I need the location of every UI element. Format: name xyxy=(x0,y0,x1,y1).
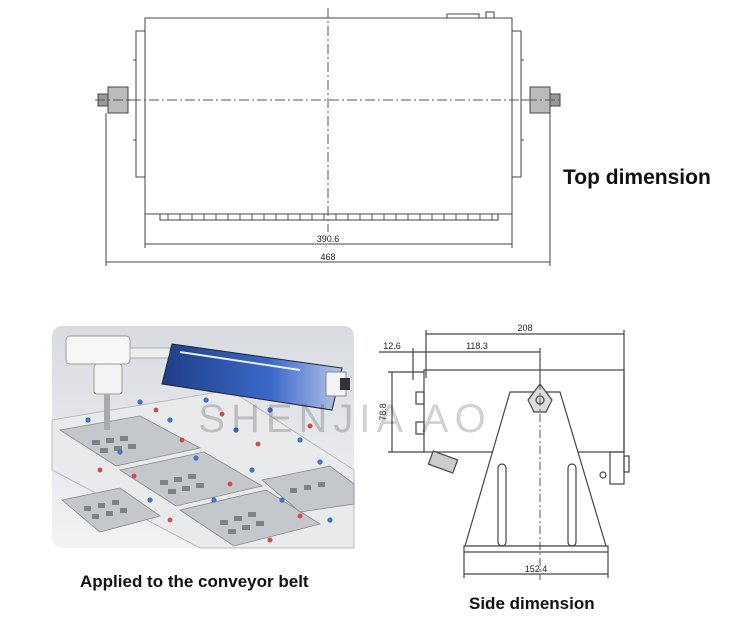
conveyor-illustration xyxy=(51,326,355,549)
vent-slots xyxy=(167,214,493,220)
watermark-text: SHENJIA AO xyxy=(198,397,491,441)
left-bracket xyxy=(135,30,146,178)
dim-152-4-label: 152.4 xyxy=(525,564,548,574)
dim-inner-label: 390.6 xyxy=(317,234,340,244)
top-dimension-caption: Top dimension xyxy=(563,166,711,189)
dim-118-3-label: 118.3 xyxy=(466,341,488,351)
dim-208-label: 208 xyxy=(517,323,532,333)
conveyor-caption: Applied to the conveyor belt xyxy=(80,572,309,591)
ionizer-bar xyxy=(161,343,343,411)
dim-outer-label: 468 xyxy=(320,252,335,262)
dim-12-6-label: 12.6 xyxy=(383,341,401,351)
right-bracket xyxy=(511,30,522,178)
side-dimension-caption: Side dimension xyxy=(469,594,595,613)
dim-78-8-label: 78.8 xyxy=(378,403,388,421)
